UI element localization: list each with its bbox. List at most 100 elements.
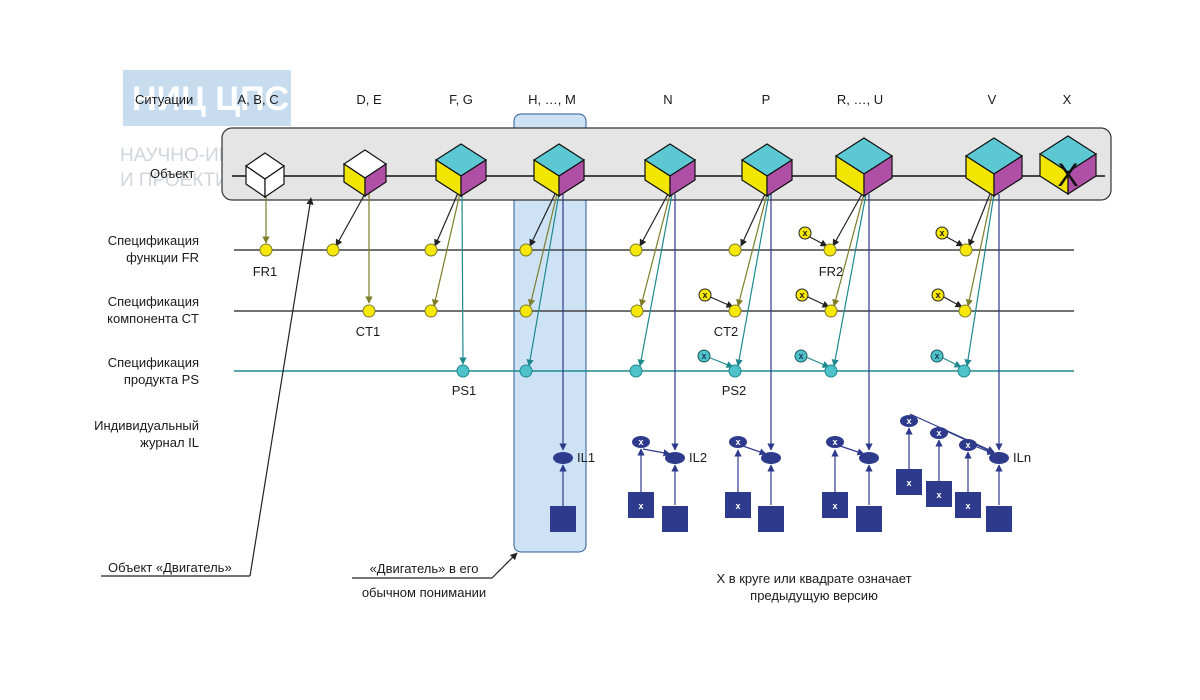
fr-node xyxy=(326,243,340,257)
prev-version-ps-v: x xyxy=(930,349,944,363)
prev-version-ct-v: x xyxy=(931,288,945,302)
prev-square-n: x xyxy=(628,492,654,518)
prev-version-mark: x xyxy=(702,290,707,300)
legend-line-1: Х в круге или квадрате означает xyxy=(716,571,911,586)
watermark-logo-box xyxy=(123,70,291,126)
label-il1: IL1 xyxy=(577,450,595,465)
object-cubes: X xyxy=(244,135,1098,199)
ct-node xyxy=(728,304,742,318)
instance-squares xyxy=(550,506,1012,532)
arrow xyxy=(739,444,767,456)
arrow xyxy=(909,413,995,453)
label-ct1: CT1 xyxy=(356,324,381,339)
arrow xyxy=(740,193,766,247)
fr-node xyxy=(259,243,273,257)
prev-version-mark: x xyxy=(799,290,804,300)
label-iln: ILn xyxy=(1013,450,1031,465)
row-label-fr-1: Спецификация xyxy=(108,233,199,248)
ct-node xyxy=(362,304,376,318)
prev-version-ct-p: x xyxy=(698,288,712,302)
il-prev-v2: x xyxy=(930,427,948,439)
arrow xyxy=(707,295,734,308)
arrow xyxy=(941,295,963,308)
instance-previous-squares: x x x x x x xyxy=(628,469,981,518)
instance-square xyxy=(662,506,688,532)
fr-node xyxy=(823,243,837,257)
prev-square-v2: x xyxy=(926,481,952,507)
prev-version-ct-ru: x xyxy=(795,288,809,302)
il-node xyxy=(761,452,781,464)
instance-square xyxy=(856,506,882,532)
il-prev-v3: x xyxy=(959,439,977,451)
il-prev-mark: x xyxy=(735,437,740,447)
label-ct2: CT2 xyxy=(714,324,739,339)
il-prev-n: x xyxy=(632,436,650,448)
arrows xyxy=(101,191,1003,579)
arrow xyxy=(807,235,828,247)
prev-version-mark: x xyxy=(798,351,803,361)
il-nodes xyxy=(553,452,1009,464)
il-previous-version-nodes: x x x x x x xyxy=(632,415,977,451)
arrow xyxy=(940,356,962,368)
row-label-ps-2: продукта PS xyxy=(124,372,199,387)
situation-0: A, B, C xyxy=(237,92,278,107)
prev-square-v1: x xyxy=(896,469,922,495)
arrow xyxy=(805,356,830,368)
cube-x-mark: X xyxy=(1057,157,1078,193)
row-label-ct-1: Спецификация xyxy=(108,294,199,309)
il-prev-v1: x xyxy=(900,415,918,427)
label-ps2: PS2 xyxy=(722,383,747,398)
il-node xyxy=(665,452,685,464)
arrow xyxy=(459,192,467,365)
ps-node xyxy=(957,364,971,378)
arrow xyxy=(434,192,459,247)
fr-node xyxy=(519,243,533,257)
arrow xyxy=(707,356,734,368)
arrow xyxy=(832,193,863,247)
arrow xyxy=(335,191,367,247)
il-prev-mark: x xyxy=(906,416,911,426)
arrow xyxy=(526,193,560,367)
label-il2: IL2 xyxy=(689,450,707,465)
ct-node xyxy=(824,304,838,318)
fr-node xyxy=(959,243,973,257)
instance-square xyxy=(758,506,784,532)
il-node xyxy=(859,452,879,464)
arrow xyxy=(968,193,991,247)
situation-7: V xyxy=(988,92,997,107)
prev-square-mark: x xyxy=(906,478,911,488)
row-label-il-2: журнал IL xyxy=(140,435,199,450)
prev-version-ps-p: x xyxy=(697,349,711,363)
prev-version-mark: x xyxy=(701,351,706,361)
il-prev-ru: x xyxy=(826,436,844,448)
arrow xyxy=(944,235,964,247)
prev-square-mark: x xyxy=(735,501,740,511)
prev-version-mark: x xyxy=(935,290,940,300)
watermark-logo: НИЦ ЦПС xyxy=(132,80,289,118)
cube-de xyxy=(342,149,388,198)
arrow xyxy=(805,295,830,308)
prev-square-mark: x xyxy=(832,501,837,511)
il-prev-mark: x xyxy=(638,437,643,447)
row-labels: Объект Спецификация функции FR Специфика… xyxy=(94,166,199,450)
prev-version-mark: x xyxy=(934,351,939,361)
ps-node xyxy=(456,364,470,378)
cube-fg xyxy=(434,143,488,198)
prev-version-mark: x xyxy=(939,228,944,238)
row-label-ct-2: компонента CT xyxy=(107,311,199,326)
situation-6: R, …, U xyxy=(837,92,883,107)
situation-2: F, G xyxy=(449,92,473,107)
arrow xyxy=(639,193,671,307)
fr-node xyxy=(629,243,643,257)
ps-node xyxy=(728,364,742,378)
ps-nodes xyxy=(456,364,971,378)
il-prev-mark: x xyxy=(832,437,837,447)
prev-version-fr-ru: x xyxy=(798,226,812,240)
arrow xyxy=(964,193,995,367)
prev-version-fr-v: x xyxy=(935,226,949,240)
legend-line-2: предыдущую версию xyxy=(750,588,878,603)
arrow xyxy=(431,192,461,307)
cube-v xyxy=(964,137,1024,198)
arrow xyxy=(528,193,558,307)
